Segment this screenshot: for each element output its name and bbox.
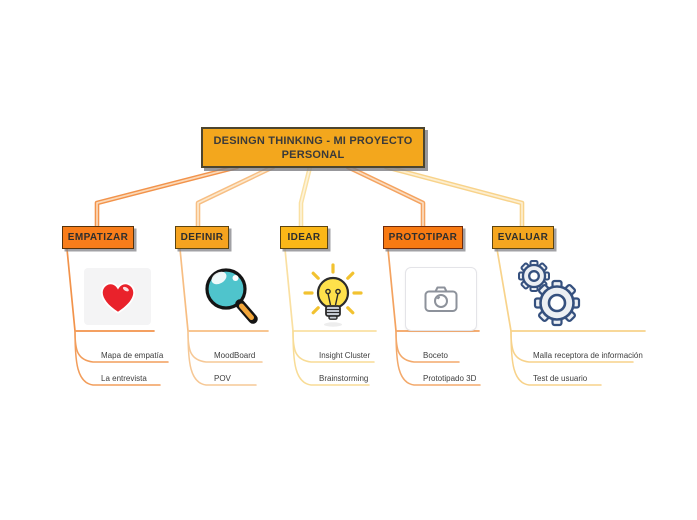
child-item-mapa-de-empatia[interactable]: Mapa de empatía — [101, 351, 164, 360]
child-item-moodboard[interactable]: MoodBoard — [214, 351, 256, 360]
branch-node-evaluar[interactable]: EVALUAR — [492, 226, 554, 249]
child-item-insight-cluster[interactable]: Insight Cluster — [319, 351, 371, 360]
child-item-prototipado-3d[interactable]: Prototipado 3D — [423, 374, 477, 383]
childline-definir-2 — [187, 330, 257, 386]
childline-evaluar-2 — [510, 330, 602, 386]
gears-icon — [518, 260, 581, 327]
root-node[interactable]: DESINGN THINKING - MI PROYECTO PERSONAL — [201, 127, 425, 168]
camera-icon — [424, 286, 458, 312]
idear-image-node[interactable] — [301, 260, 365, 335]
child-item-pov[interactable]: POV — [214, 374, 231, 383]
connector-evaluar-inner — [385, 166, 523, 228]
empatizar-image-node[interactable] — [84, 268, 151, 325]
child-item-brainstorming[interactable]: Brainstorming — [319, 374, 369, 383]
prototipar-image-node[interactable] — [405, 267, 477, 331]
definir-image-node[interactable] — [198, 263, 262, 336]
child-item-boceto[interactable]: Boceto — [423, 351, 448, 360]
child-item-malla-receptora[interactable]: Malla receptora de información — [533, 351, 643, 360]
branch-node-prototipar[interactable]: PROTOTIPAR — [383, 226, 463, 249]
branch-node-idear[interactable]: IDEAR — [280, 226, 328, 249]
childline-prototipar-2 — [395, 330, 481, 386]
childline-empatizar-2 — [74, 330, 161, 386]
connector-prototipar-inner — [347, 166, 424, 228]
branch-node-definir[interactable]: DEFINIR — [175, 226, 229, 249]
connector-empatizar-inner — [96, 166, 238, 228]
connector-idear-inner — [300, 166, 311, 228]
childline-idear-2 — [292, 330, 370, 386]
connector-definir-inner — [197, 166, 274, 228]
child-item-test-de-usuario[interactable]: Test de usuario — [533, 374, 588, 383]
lightbulb-icon — [303, 263, 363, 327]
child-item-la-entrevista[interactable]: La entrevista — [101, 374, 147, 383]
heart-icon — [100, 281, 135, 313]
magnifying-glass-icon — [205, 268, 258, 324]
branch-node-empatizar[interactable]: EMPATIZAR — [62, 226, 134, 249]
evaluar-image-node[interactable] — [512, 259, 582, 334]
